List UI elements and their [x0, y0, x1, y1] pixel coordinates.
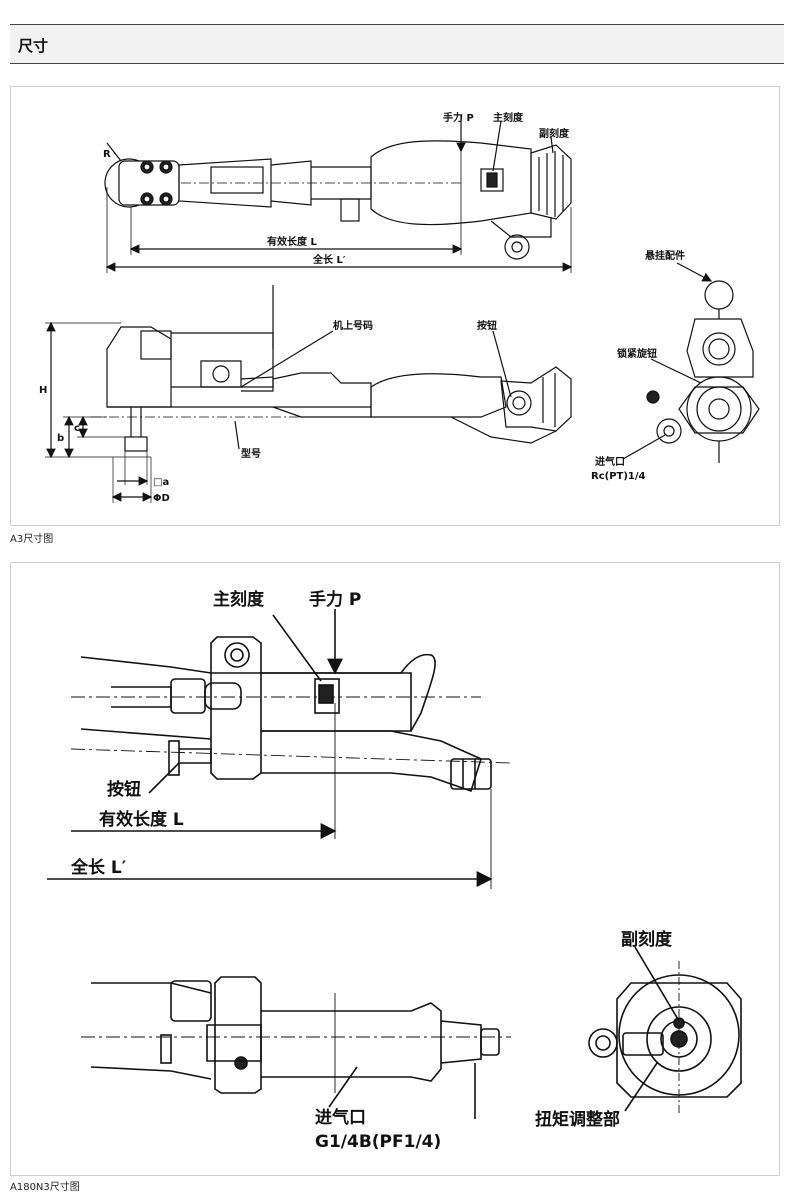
effective-length-label-large: 有效长度 L — [99, 809, 184, 830]
total-length-label-large: 全长 L′ — [70, 857, 127, 878]
figure-a3-drawing: R 手力 P 主刻度 副刻度 有效长度 L 全长 L′ 悬挂配件 机上号码 按钮… — [39, 111, 760, 504]
button-label: 按钮 — [477, 319, 497, 332]
front-view-wrench — [646, 280, 760, 463]
figure-a180n3-panel: 主刻度 手力 P 按钮 有效长度 L 全长 L′ 副刻度 进气口 G1/4B(P… — [10, 562, 780, 1176]
hand-force-label-large: 手力 P — [309, 589, 361, 610]
front-view-wrench-large — [588, 961, 742, 1113]
section-header: 尺寸 — [10, 24, 784, 64]
hanger-label: 悬挂配件 — [644, 249, 685, 262]
hand-force-label: 手力 P — [443, 111, 474, 124]
radius-label: R — [103, 149, 111, 160]
diameter-d-label: ΦD — [153, 493, 170, 504]
inlet-label: 进气口 — [595, 455, 625, 468]
figure-a180n3-drawing: 主刻度 手力 P 按钮 有效长度 L 全长 L′ 副刻度 进气口 G1/4B(P… — [47, 589, 742, 1152]
sub-scale-label-large: 副刻度 — [621, 929, 673, 950]
inlet-thread-label: Rc(PT)1/4 — [591, 471, 646, 482]
sub-scale-label: 副刻度 — [539, 127, 570, 140]
inlet-thread-label-large: G1/4B(PF1/4) — [315, 1132, 441, 1152]
torque-adjust-label: 扭矩调整部 — [535, 1109, 620, 1130]
side-view-wrench-large — [81, 976, 511, 1094]
b-label: b — [57, 433, 64, 444]
c-label: c — [74, 423, 80, 434]
lock-knob-label: 锁紧旋钮 — [617, 347, 657, 360]
inlet-label-large: 进气口 — [315, 1107, 366, 1128]
button-label-large: 按钮 — [107, 779, 141, 800]
machine-number-label: 机上号码 — [333, 319, 373, 332]
figure-a180n3-caption: A180N3尺寸图 — [10, 1182, 80, 1193]
figure-a3-caption: A3尺寸图 — [10, 534, 54, 545]
height-label: H — [39, 385, 47, 396]
effective-length-label: 有效长度 L — [267, 235, 317, 248]
main-scale-label-large: 主刻度 — [213, 589, 265, 610]
top-view-wrench-large — [70, 636, 512, 793]
figure-a3-panel: R 手力 P 主刻度 副刻度 有效长度 L 全长 L′ 悬挂配件 机上号码 按钮… — [10, 86, 780, 526]
model-label: 型号 — [241, 447, 261, 460]
total-length-label: 全长 L′ — [312, 253, 346, 266]
side-view-wrench — [91, 285, 572, 452]
main-scale-label: 主刻度 — [493, 111, 524, 124]
square-a-label: □a — [153, 477, 169, 488]
top-view-wrench — [104, 140, 572, 260]
section-title: 尺寸 — [18, 37, 49, 55]
